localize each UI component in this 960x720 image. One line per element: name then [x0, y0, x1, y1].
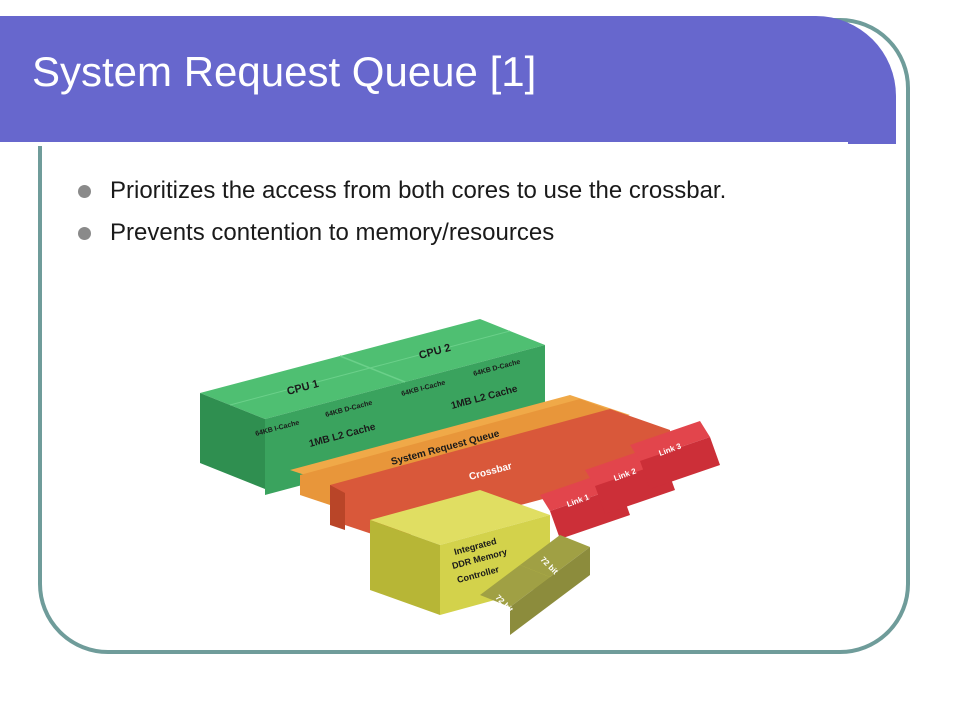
bullet-item: Prevents contention to memory/resources [78, 217, 838, 249]
slide-title: System Request Queue [1] [32, 48, 537, 95]
bullet-text: Prevents contention to memory/resources [110, 219, 555, 246]
crossbar-block-face [330, 409, 670, 540]
architecture-diagram: CPU 1 CPU 2 64KB I-Cache 64KB D-Cache 64… [200, 319, 720, 635]
bullet-dot-icon [78, 185, 91, 198]
bullet-list: Prioritizes the access from both cores t… [78, 175, 838, 259]
title-underline [0, 142, 848, 146]
cpu-block-front [200, 393, 265, 489]
bullet-item: Prioritizes the access from both cores t… [78, 175, 838, 207]
title-bar [0, 16, 896, 146]
bus-arrow-2 [520, 535, 590, 605]
crossbar-block-side [330, 485, 345, 530]
bus-arrow-1 [480, 565, 550, 635]
memctrl-block-side [370, 520, 440, 615]
cpu-block-face [265, 345, 545, 495]
bullet-text: Prioritizes the access from both cores t… [110, 177, 727, 204]
bullet-dot-icon [78, 227, 91, 240]
cpu-divider [339, 355, 406, 383]
link-arrow-3 [630, 421, 720, 489]
cache-divider [229, 330, 511, 406]
memctrl-block-top [370, 490, 550, 545]
